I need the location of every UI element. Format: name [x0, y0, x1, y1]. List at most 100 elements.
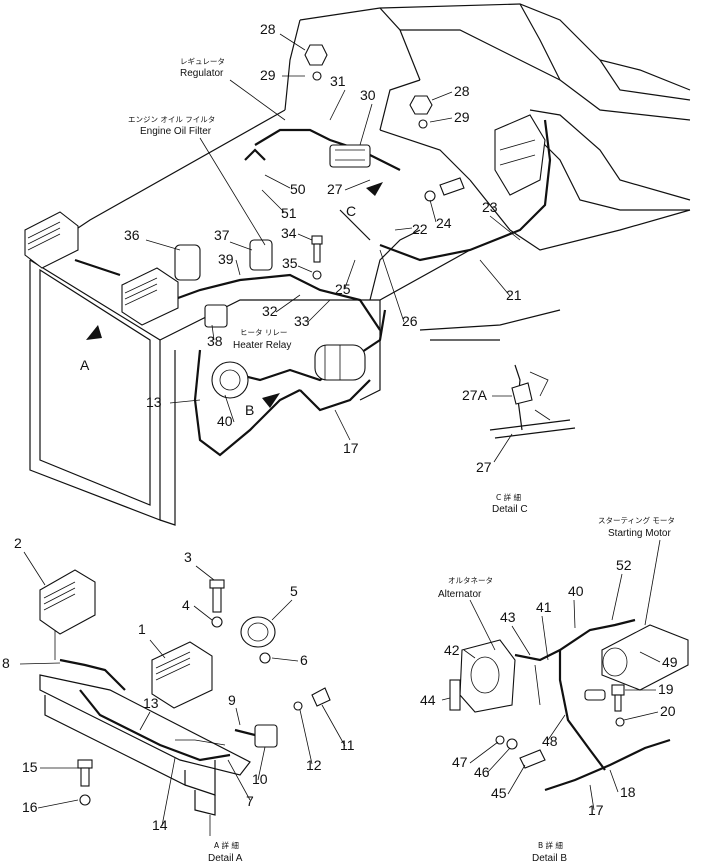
callout-28b: 28 — [454, 83, 470, 99]
heater-relay — [204, 304, 228, 328]
callout-45: 45 — [491, 785, 507, 801]
callout-2: 2 — [14, 535, 22, 551]
callout-51: 51 — [281, 205, 297, 221]
callout-39: 39 — [218, 251, 234, 267]
callout-35: 35 — [282, 255, 298, 271]
callout-22: 22 — [412, 221, 428, 237]
alternator-main — [211, 361, 249, 399]
callout-8: 8 — [2, 655, 10, 671]
callout-19: 19 — [658, 681, 674, 697]
detail-a-label: Detail A — [208, 853, 243, 864]
alternator-label: Alternator — [438, 589, 482, 600]
callout-28: 28 — [260, 21, 276, 37]
detail-a-jp-label: A 詳 細 — [214, 840, 239, 850]
callout-5: 5 — [290, 583, 298, 599]
callout-15: 15 — [22, 759, 38, 775]
right-component — [494, 114, 546, 196]
callout-47: 47 — [452, 754, 468, 770]
callout-40b: 40 — [568, 583, 584, 599]
callout-17b: 17 — [588, 802, 604, 818]
starting-motor-label: Starting Motor — [608, 528, 671, 539]
alternator-jp-label: オルタネータ — [448, 576, 493, 585]
main-harness — [74, 119, 552, 457]
starting-motor-jp-label: スターティング モータ — [598, 515, 675, 525]
callout-27a: 27A — [462, 387, 488, 403]
callout-38: 38 — [207, 333, 223, 349]
callout-13: 13 — [146, 394, 162, 410]
bolt-23 — [439, 177, 465, 196]
callout-52: 52 — [616, 557, 632, 573]
view-arrow-a: A — [80, 325, 102, 373]
callout-37: 37 — [214, 227, 230, 243]
callout-23: 23 — [482, 199, 498, 215]
regulator — [329, 144, 371, 168]
detail-b-label: Detail B — [532, 853, 567, 864]
callout-29b: 29 — [454, 109, 470, 125]
washer-24 — [424, 190, 436, 202]
callout-9: 9 — [228, 692, 236, 708]
callout-40: 40 — [217, 413, 233, 429]
callout-24: 24 — [436, 215, 452, 231]
callout-44: 44 — [420, 692, 436, 708]
left-lamp — [24, 211, 79, 269]
callout-31: 31 — [330, 73, 346, 89]
detail-c-label: Detail C — [492, 504, 528, 515]
callout-32: 32 — [262, 303, 278, 319]
view-c-label: C — [346, 203, 356, 219]
callout-7: 7 — [246, 793, 254, 809]
detail-c: 27A 27 C 詳 細 Detail C — [462, 364, 576, 515]
callout-50: 50 — [290, 181, 306, 197]
callout-49: 49 — [662, 654, 678, 670]
nut-28-top — [304, 44, 328, 66]
main-callouts: 28 29 31 30 28 29 50 51 27 23 24 22 36 3… — [124, 21, 522, 456]
callout-29: 29 — [260, 67, 276, 83]
bolt-34 — [311, 235, 323, 263]
right-lamp — [121, 267, 179, 326]
callout-21: 21 — [506, 287, 522, 303]
oil-filter-jp-label: エンジン オイル フイルタ — [128, 115, 215, 124]
view-arrow-b: B — [245, 393, 280, 418]
regulator-jp-label: レギュレータ — [180, 57, 225, 66]
callout-1: 1 — [138, 621, 146, 637]
callout-30: 30 — [360, 87, 376, 103]
detail-b: 52 40 41 43 42 49 19 44 20 48 47 46 18 4… — [420, 515, 689, 864]
nut-28-right — [409, 95, 433, 115]
washer-29-right — [418, 119, 428, 129]
callout-33: 33 — [294, 313, 310, 329]
callout-42: 42 — [444, 642, 460, 658]
main-leaders — [145, 33, 521, 441]
callout-25: 25 — [335, 281, 351, 297]
callout-14: 14 — [152, 817, 168, 833]
detail-a: 2 3 4 5 1 6 8 9 13 11 12 15 10 7 16 14 A… — [2, 535, 355, 864]
callout-13b: 13 — [143, 695, 159, 711]
washer-35 — [312, 270, 322, 280]
callout-43: 43 — [500, 609, 516, 625]
callout-26: 26 — [402, 313, 418, 329]
callout-34: 34 — [281, 225, 297, 241]
callout-11: 11 — [340, 737, 355, 753]
heater-relay-label: Heater Relay — [233, 340, 291, 351]
callout-16: 16 — [22, 799, 38, 815]
view-a-label: A — [80, 357, 90, 373]
callout-27b: 27 — [476, 459, 492, 475]
callout-10: 10 — [252, 771, 268, 787]
view-arrow-c: C — [346, 182, 383, 219]
heater-relay-jp-label: ヒータ リレー — [240, 328, 287, 337]
oil-filter — [174, 239, 273, 281]
washer-29-top — [312, 71, 322, 81]
callout-4: 4 — [182, 597, 190, 613]
oil-filter-label: Engine Oil Filter — [140, 126, 212, 137]
callout-3: 3 — [184, 549, 192, 565]
callout-36: 36 — [124, 227, 140, 243]
callout-48: 48 — [542, 733, 558, 749]
view-b-label: B — [245, 402, 254, 418]
callout-6: 6 — [300, 652, 308, 668]
regulator-label: Regulator — [180, 68, 224, 79]
detail-c-jp-label: C 詳 細 — [496, 492, 521, 502]
callout-20: 20 — [660, 703, 676, 719]
callout-17: 17 — [343, 440, 359, 456]
engine-outline — [29, 3, 691, 526]
callout-12: 12 — [306, 757, 322, 773]
callout-41: 41 — [536, 599, 552, 615]
callout-18: 18 — [620, 784, 636, 800]
